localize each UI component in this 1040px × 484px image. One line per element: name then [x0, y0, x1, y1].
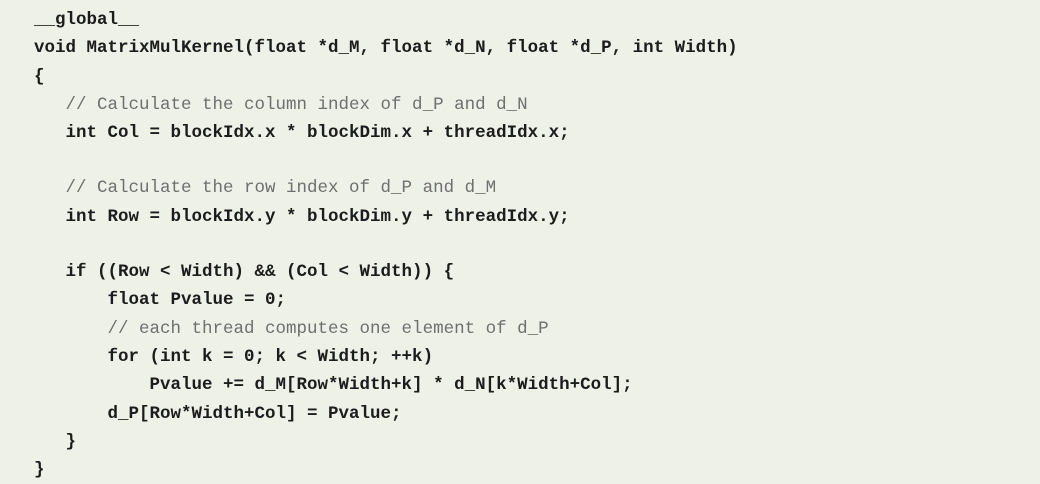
- code-line-close-if: }: [34, 431, 77, 452]
- code-line-pvalue-init: float Pvalue = 0;: [34, 290, 287, 311]
- code-line-row: int Row = blockIdx.y * blockDim.y + thre…: [34, 206, 570, 227]
- code-line-if: if ((Row < Width) && (Col < Width)) {: [34, 262, 455, 283]
- code-comment-row: // Calculate the row index of d_P and d_…: [34, 178, 497, 199]
- code-line-for: for (int k = 0; k < Width; ++k): [34, 346, 434, 367]
- code-comment-thread: // each thread computes one element of d…: [34, 318, 549, 339]
- code-line-signature: void MatrixMulKernel(float *d_M, float *…: [34, 38, 738, 59]
- code-comment-column: // Calculate the column index of d_P and…: [34, 94, 528, 115]
- code-line-close-brace: }: [34, 460, 45, 481]
- code-line-blank: [34, 231, 1040, 258]
- code-line-accumulate: Pvalue += d_M[Row*Width+k] * d_N[k*Width…: [34, 375, 633, 396]
- code-line-store: d_P[Row*Width+Col] = Pvalue;: [34, 403, 402, 424]
- code-line-open-brace: {: [34, 66, 45, 87]
- code-line-qualifier: __global__: [34, 10, 140, 30]
- code-line-blank: [34, 147, 1040, 174]
- code-line-col: int Col = blockIdx.x * blockDim.x + thre…: [34, 123, 570, 144]
